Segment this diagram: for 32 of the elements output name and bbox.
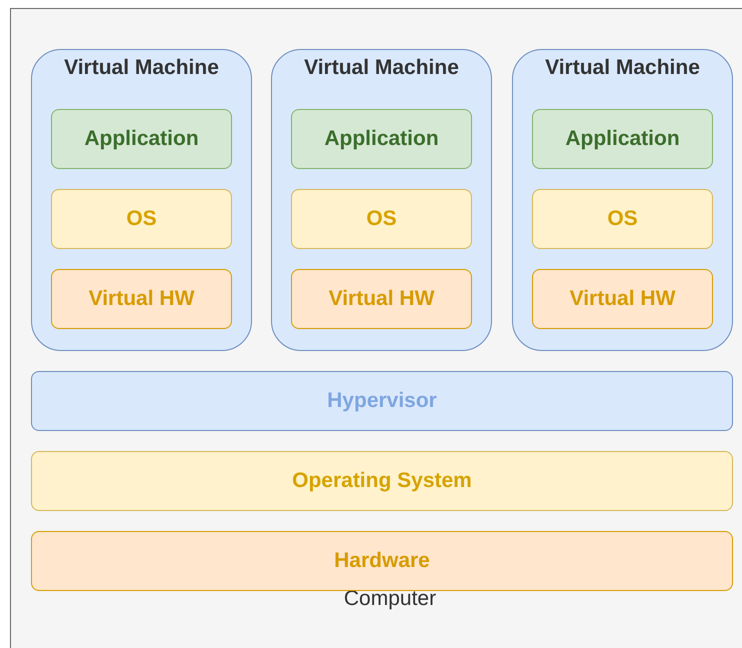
layer-label: Virtual HW bbox=[88, 287, 194, 311]
layer-box bbox=[31, 371, 733, 431]
layer-label: Application bbox=[324, 127, 439, 151]
layer-label: Application bbox=[565, 127, 680, 151]
layer-label: Application bbox=[84, 127, 199, 151]
layer-label: Operating System bbox=[292, 469, 472, 493]
virtual-machine-card bbox=[31, 49, 252, 351]
layer-box bbox=[291, 269, 472, 329]
layer-box bbox=[291, 189, 472, 249]
virtual-machine-card bbox=[512, 49, 733, 351]
card-title: Virtual Machine bbox=[545, 56, 700, 80]
layer-box bbox=[31, 531, 733, 591]
layer-box bbox=[532, 269, 713, 329]
card-title: Virtual Machine bbox=[304, 56, 459, 80]
layer-box bbox=[31, 451, 733, 511]
layer-box bbox=[291, 109, 472, 169]
layer-box bbox=[51, 269, 232, 329]
layer-label: OS bbox=[126, 207, 157, 231]
layer-box bbox=[532, 189, 713, 249]
virtual-machine-card bbox=[271, 49, 492, 351]
computer-panel bbox=[10, 8, 742, 648]
layer-box bbox=[51, 109, 232, 169]
layer-label: Virtual HW bbox=[570, 287, 676, 311]
layer-box bbox=[532, 109, 713, 169]
layer-box bbox=[51, 189, 232, 249]
layer-label: Hypervisor bbox=[327, 389, 437, 413]
card-title: Virtual Machine bbox=[64, 56, 219, 80]
panel-title: Computer bbox=[344, 587, 436, 611]
layer-label: Hardware bbox=[334, 549, 430, 573]
layer-label: OS bbox=[607, 207, 638, 231]
layer-label: Virtual HW bbox=[328, 287, 434, 311]
layer-label: OS bbox=[366, 207, 397, 231]
